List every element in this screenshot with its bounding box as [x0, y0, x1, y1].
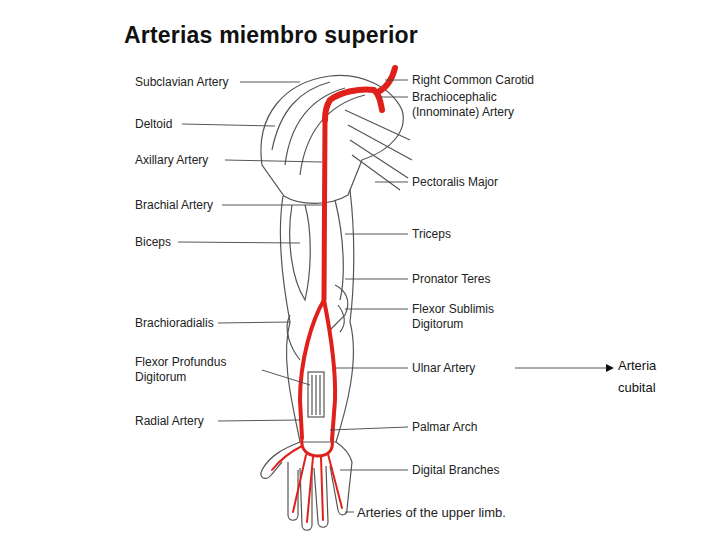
pronator-teres-muscle	[330, 285, 348, 330]
part-label: Biceps	[135, 235, 255, 250]
part-label: Deltoid	[135, 117, 255, 132]
translation-label: Arteria cubital	[618, 355, 676, 399]
leader-line	[345, 512, 354, 513]
digital-branch	[307, 457, 313, 522]
brachial-artery	[324, 120, 325, 300]
arrow-head	[606, 364, 614, 372]
deltoid-muscle	[261, 75, 403, 203]
tendons	[312, 375, 320, 415]
leader-line	[182, 124, 275, 126]
arteries	[272, 68, 395, 522]
part-label: Triceps	[412, 227, 532, 242]
digital-branch	[328, 454, 342, 508]
leader-line	[345, 279, 408, 280]
forearm-outline	[336, 322, 353, 442]
leader-line	[380, 97, 408, 98]
part-label: Axillary Artery	[135, 153, 255, 168]
part-label: Brachial Artery	[135, 198, 255, 213]
arm-outline	[350, 190, 354, 322]
leader-line	[340, 470, 408, 471]
part-label: Pectoralis Major	[412, 175, 562, 190]
leader-line	[240, 82, 300, 83]
part-label: Subclavian Artery	[135, 75, 295, 90]
muscles	[261, 75, 412, 530]
leader-line	[385, 80, 408, 81]
part-label: Brachioradialis	[135, 316, 255, 331]
part-label: Palmar Arch	[412, 420, 532, 435]
part-label: Flexor Profundus Digitorum	[135, 355, 260, 385]
leader-line	[178, 242, 300, 243]
leader-line	[345, 309, 408, 310]
forearm-outline	[287, 322, 301, 442]
part-label: Pronator Teres	[412, 272, 552, 287]
leader-arrow-line	[515, 368, 606, 369]
leader-line	[336, 368, 408, 369]
part-label: Ulnar Artery	[412, 361, 532, 376]
part-label: Flexor Sublimis Digitorum	[412, 302, 517, 332]
leader-line	[262, 370, 310, 385]
biceps-muscle	[290, 205, 311, 300]
ulnar-artery	[324, 300, 335, 440]
title: Arterias miembro superior	[124, 22, 418, 49]
digital-branch	[321, 457, 323, 520]
part-label: Radial Artery	[135, 414, 255, 429]
part-label: Right Common Carotid	[412, 73, 582, 88]
tendon-group	[308, 372, 324, 417]
leader-line	[222, 205, 322, 206]
leader-line	[225, 160, 322, 162]
digital-branch	[272, 446, 302, 470]
pectoralis-fibres	[345, 110, 412, 190]
leader-line	[218, 322, 290, 323]
part-label: Digital Branches	[412, 463, 552, 478]
caption: Arteries of the upper limb.	[357, 505, 506, 520]
leader-line	[330, 427, 408, 430]
radial-artery	[300, 300, 324, 438]
leader-line	[218, 420, 300, 421]
subclavian-artery	[325, 89, 382, 120]
part-label: Brachiocephalic (Innominate) Artery	[412, 90, 517, 120]
digital-branch	[293, 455, 306, 512]
flexor-sublimis-muscle	[338, 305, 344, 332]
leader-line	[375, 182, 408, 183]
arm-outline	[280, 196, 290, 322]
leader-line	[345, 234, 408, 235]
leader-lines	[178, 80, 614, 512]
